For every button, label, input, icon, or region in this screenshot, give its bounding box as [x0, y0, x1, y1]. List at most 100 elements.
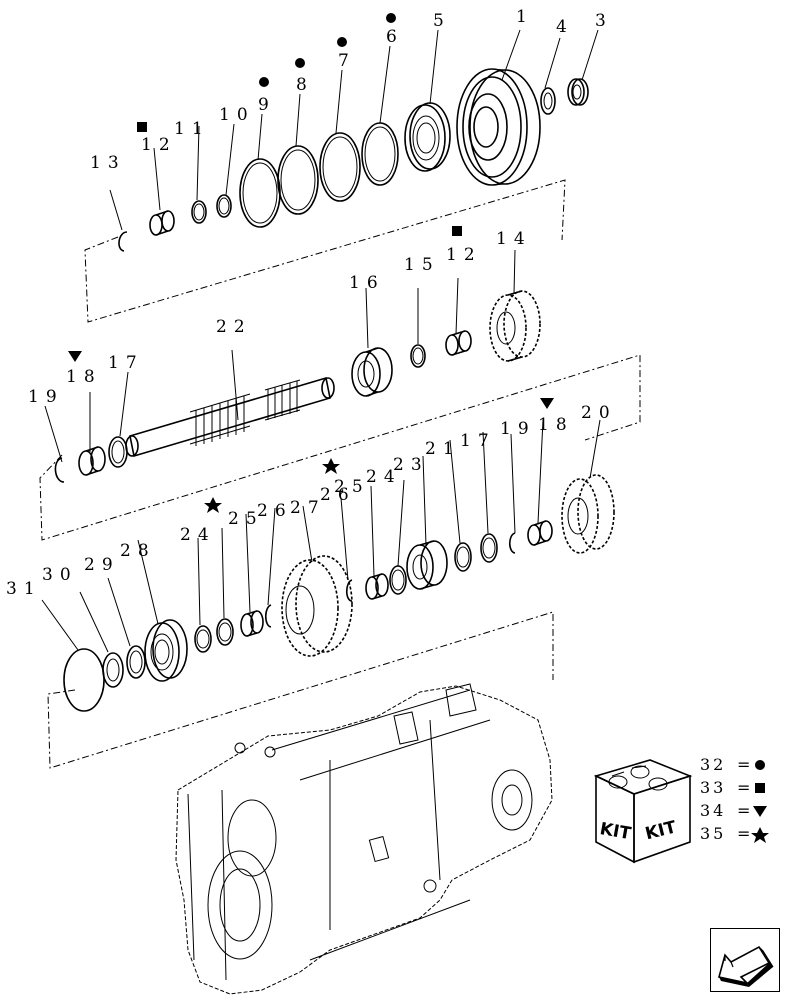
callout-19-a: 19	[28, 387, 64, 407]
circle-symbol-6	[386, 13, 396, 23]
svg-text:=: =	[737, 755, 753, 774]
callout-29: 29	[84, 555, 120, 575]
callout-30: 30	[42, 565, 78, 585]
part-18-bushing-b	[527, 520, 553, 546]
callout-1: 1	[516, 7, 534, 27]
part-25-bushing	[365, 573, 389, 600]
legend-row-32: 32 =	[700, 755, 765, 774]
callout-10: 10	[219, 105, 255, 125]
part-26-circlip	[345, 579, 353, 602]
arrow-previous-icon	[718, 945, 774, 987]
part-4-washer	[540, 87, 556, 115]
part-30-ring	[126, 645, 146, 679]
star-symbol-26a	[322, 458, 340, 474]
part-6-ring	[361, 122, 399, 186]
callout-31: 31	[6, 579, 42, 599]
part-24-ring-b	[216, 618, 234, 646]
leader-lines	[39, 179, 641, 769]
kit-symbols	[68, 13, 554, 513]
callout-24-a: 24	[366, 467, 402, 487]
callout-8: 8	[296, 75, 314, 95]
callout-numbers: 1 4 3 5 6 7 8 9 10 11 12 13 14 12 15 16 …	[6, 7, 617, 599]
legend-square-icon	[755, 783, 765, 793]
part-20-gear	[561, 474, 615, 554]
triangle-symbol-18b	[540, 398, 554, 409]
svg-text:=: =	[737, 778, 753, 797]
part-10-snap-ring	[216, 194, 232, 218]
callout-12-b: 12	[446, 245, 482, 265]
kit-box-icon: KIT KIT	[593, 759, 693, 864]
triangle-symbol-18a	[68, 351, 82, 362]
square-symbol-12b	[452, 226, 462, 236]
callout-16: 16	[349, 273, 385, 293]
callout-3: 3	[595, 11, 613, 31]
callout-25-b: 25	[228, 509, 264, 529]
part-17-snap-ring-b	[480, 533, 498, 563]
part-18-bushing	[78, 446, 106, 476]
callout-6: 6	[386, 27, 404, 47]
kit-label-right: KIT	[643, 817, 678, 844]
legend-row-35: 35 =	[700, 824, 769, 843]
callout-5: 5	[433, 11, 451, 31]
part-5-bearing	[404, 102, 451, 172]
part-15-snap-ring	[410, 344, 426, 368]
callout-23: 23	[393, 455, 429, 475]
part-19-circlip-b	[508, 532, 516, 554]
callout-13: 13	[90, 153, 126, 173]
part-14-gear	[489, 290, 541, 362]
part-21-snap-ring	[454, 542, 472, 572]
circle-symbol-7	[337, 37, 347, 47]
legend-number-35: 35	[700, 824, 726, 843]
part-17-snap-ring	[108, 436, 128, 468]
part-11-snap-ring	[191, 200, 207, 224]
callout-25-a: 25	[334, 477, 370, 497]
callout-27: 27	[290, 498, 326, 518]
part-26-circlip-b	[264, 604, 272, 628]
part-cover-disc	[63, 648, 105, 712]
part-27-gear	[281, 555, 353, 657]
part-23-synchronizer	[406, 540, 448, 590]
circle-symbol-9	[259, 77, 269, 87]
kit-legend: KIT KIT 32 = 33 = 34 = 35 =	[593, 755, 769, 864]
part-28-ring	[194, 625, 212, 653]
kit-label-left: KIT	[598, 819, 632, 844]
callout-18-a: 18	[66, 367, 102, 387]
part-8-ring	[277, 145, 319, 215]
part-31-seal	[102, 652, 124, 688]
callout-15: 15	[404, 255, 440, 275]
callout-17-a: 17	[108, 353, 144, 373]
legend-star-icon	[751, 827, 769, 843]
callout-11: 11	[174, 119, 210, 139]
part-1-flange-hub	[456, 68, 541, 186]
callout-9: 9	[258, 95, 276, 115]
callout-7: 7	[338, 51, 356, 71]
part-13-circlip	[118, 231, 128, 252]
callout-14: 14	[496, 229, 532, 249]
previous-page-button[interactable]	[710, 928, 780, 992]
part-12-bushing-b	[445, 330, 472, 356]
part-16-bearing	[351, 347, 393, 397]
callout-leaders	[41, 29, 601, 653]
callout-22: 22	[216, 317, 252, 337]
callout-4: 4	[556, 17, 574, 37]
legend-triangle-icon	[753, 806, 767, 817]
callout-17-b: 17	[460, 431, 496, 451]
part-19-circlip	[54, 457, 65, 483]
square-symbol-12a	[137, 122, 147, 132]
part-29-bearing	[144, 619, 188, 682]
part-22-shaft	[125, 376, 335, 458]
part-7-ring	[319, 132, 361, 202]
callout-28: 28	[120, 541, 156, 561]
legend-number-33: 33	[700, 778, 726, 797]
legend-row-34: 34 =	[700, 801, 767, 820]
part-25-bushing-b	[240, 610, 264, 637]
callout-19-b: 19	[500, 419, 536, 439]
star-symbol-25b	[204, 497, 222, 513]
callout-20: 20	[581, 403, 617, 423]
callout-18-b: 18	[538, 415, 574, 435]
callout-26-b: 26	[257, 501, 293, 521]
callout-24-b: 24	[180, 525, 216, 545]
callout-26-a: 26	[320, 485, 356, 505]
legend-row-33: 33 =	[700, 778, 765, 797]
